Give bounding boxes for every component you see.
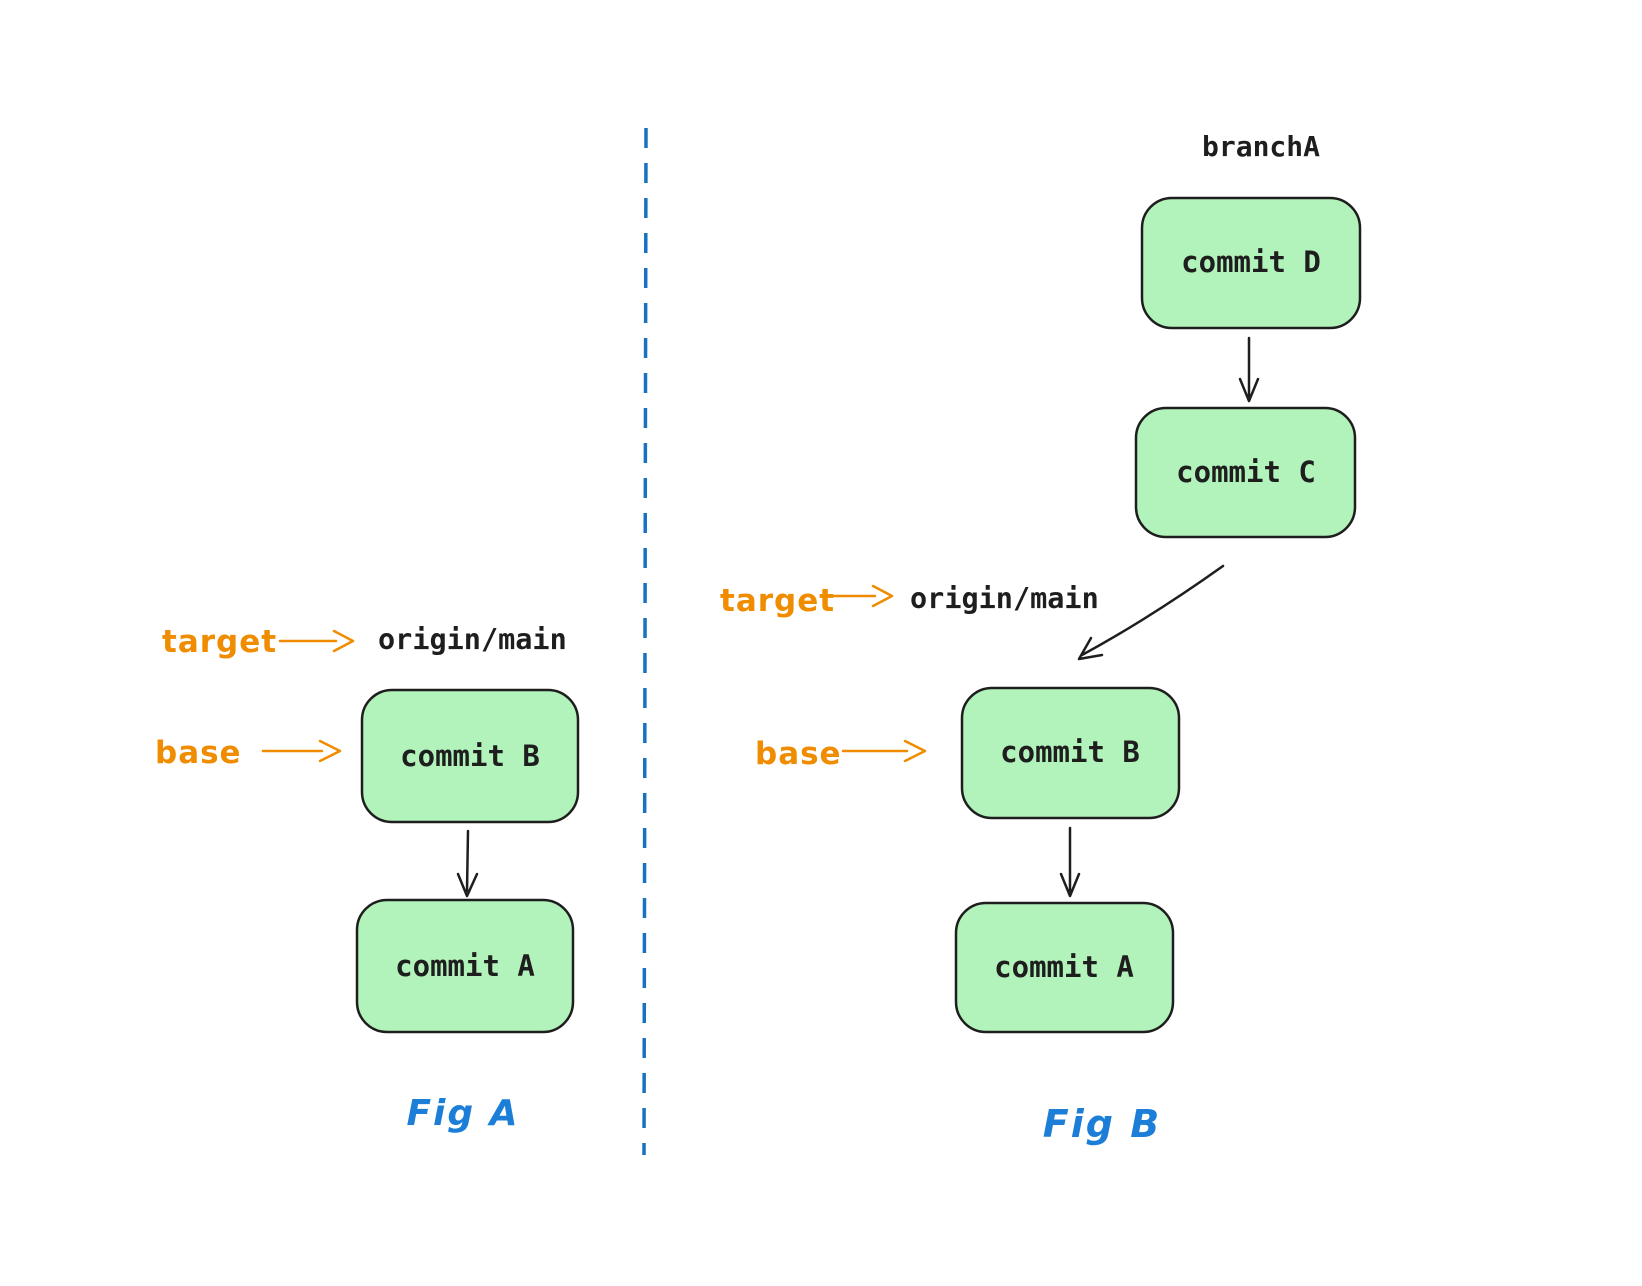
fig-a-target-arrow-icon xyxy=(278,629,355,653)
fig-b-commit-a-node xyxy=(954,901,1175,1034)
fig-a-edge-b-to-a-arrow xyxy=(456,829,479,898)
fig-a-target-label: target xyxy=(162,624,277,660)
fig-b-edge-b-to-a-arrow xyxy=(1059,826,1081,898)
fig-b-commit-c-label: commit C xyxy=(1176,455,1316,489)
fig-b-group: branchA commit D commit C target origin/… xyxy=(720,130,1362,1146)
fig-b-base-label: base xyxy=(755,736,842,772)
fig-b-target-arrow-icon xyxy=(825,584,894,608)
fig-a-base-label: base xyxy=(155,735,242,771)
fig-b-commit-d-node xyxy=(1140,196,1362,330)
fig-b-edge-d-to-c-arrow xyxy=(1238,336,1260,403)
fig-a-commit-b-node xyxy=(360,688,580,824)
fig-a-caption: Fig A xyxy=(406,1093,519,1134)
fig-b-edge-c-to-b-curved-arrow xyxy=(1077,564,1225,661)
fig-a-origin-main-label: origin/main xyxy=(378,623,567,656)
fig-a-group: target origin/main base commit B commit … xyxy=(155,623,580,1134)
fig-b-origin-main-label: origin/main xyxy=(910,582,1099,615)
fig-b-base-arrow-icon xyxy=(841,739,927,763)
fig-b-commit-a-label: commit A xyxy=(994,950,1134,984)
fig-b-caption: Fig B xyxy=(1043,1102,1161,1146)
fig-a-commit-b-label: commit B xyxy=(400,739,540,773)
fig-b-commit-b-label: commit B xyxy=(1000,735,1140,769)
fig-a-commit-a-label: commit A xyxy=(395,949,535,983)
fig-b-target-label: target xyxy=(720,583,835,619)
divider-dashed-line xyxy=(642,127,648,1156)
fig-b-commit-c-node xyxy=(1134,406,1357,539)
fig-a-base-arrow-icon xyxy=(261,739,342,763)
fig-b-brancha-label: branchA xyxy=(1202,130,1320,163)
fig-a-commit-a-node xyxy=(355,898,575,1034)
fig-b-commit-d-label: commit D xyxy=(1181,245,1321,279)
fig-b-commit-b-node xyxy=(960,686,1181,820)
